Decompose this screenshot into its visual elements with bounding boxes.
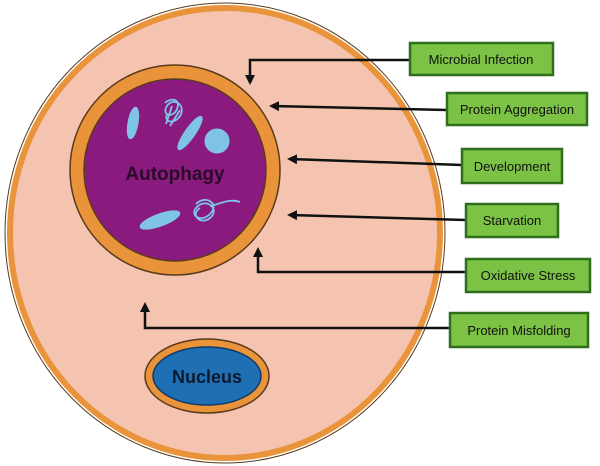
arrow-protein-misfolding <box>140 302 450 330</box>
trigger-label-microbial-infection: Microbial Infection <box>408 41 555 77</box>
arrow-protein-aggregation <box>269 101 448 112</box>
arrow-microbial-infection <box>245 58 410 85</box>
trigger-label-protein-aggregation: Protein Aggregation <box>445 91 589 127</box>
trigger-text: Development <box>474 159 551 174</box>
trigger-arrows <box>140 58 467 330</box>
trigger-label-protein-misfolding: Protein Misfolding <box>448 311 590 349</box>
nucleus <box>152 346 262 406</box>
trigger-text: Starvation <box>483 213 542 228</box>
nucleus-label: Nucleus <box>172 367 242 387</box>
arrow-starvation <box>287 210 467 222</box>
trigger-text: Protein Misfolding <box>467 323 570 338</box>
trigger-text: Protein Aggregation <box>460 102 574 117</box>
trigger-text: Microbial Infection <box>429 52 534 67</box>
autophagy-label: Autophagy <box>125 164 225 185</box>
trigger-label-development: Development <box>460 147 564 185</box>
arrow-oxidative-stress <box>253 247 466 274</box>
trigger-label-starvation: Starvation <box>464 202 560 239</box>
trigger-label-oxidative-stress: Oxidative Stress <box>464 257 592 294</box>
cargo-items <box>126 98 241 230</box>
arrow-development <box>287 154 463 167</box>
trigger-text: Oxidative Stress <box>481 268 576 283</box>
